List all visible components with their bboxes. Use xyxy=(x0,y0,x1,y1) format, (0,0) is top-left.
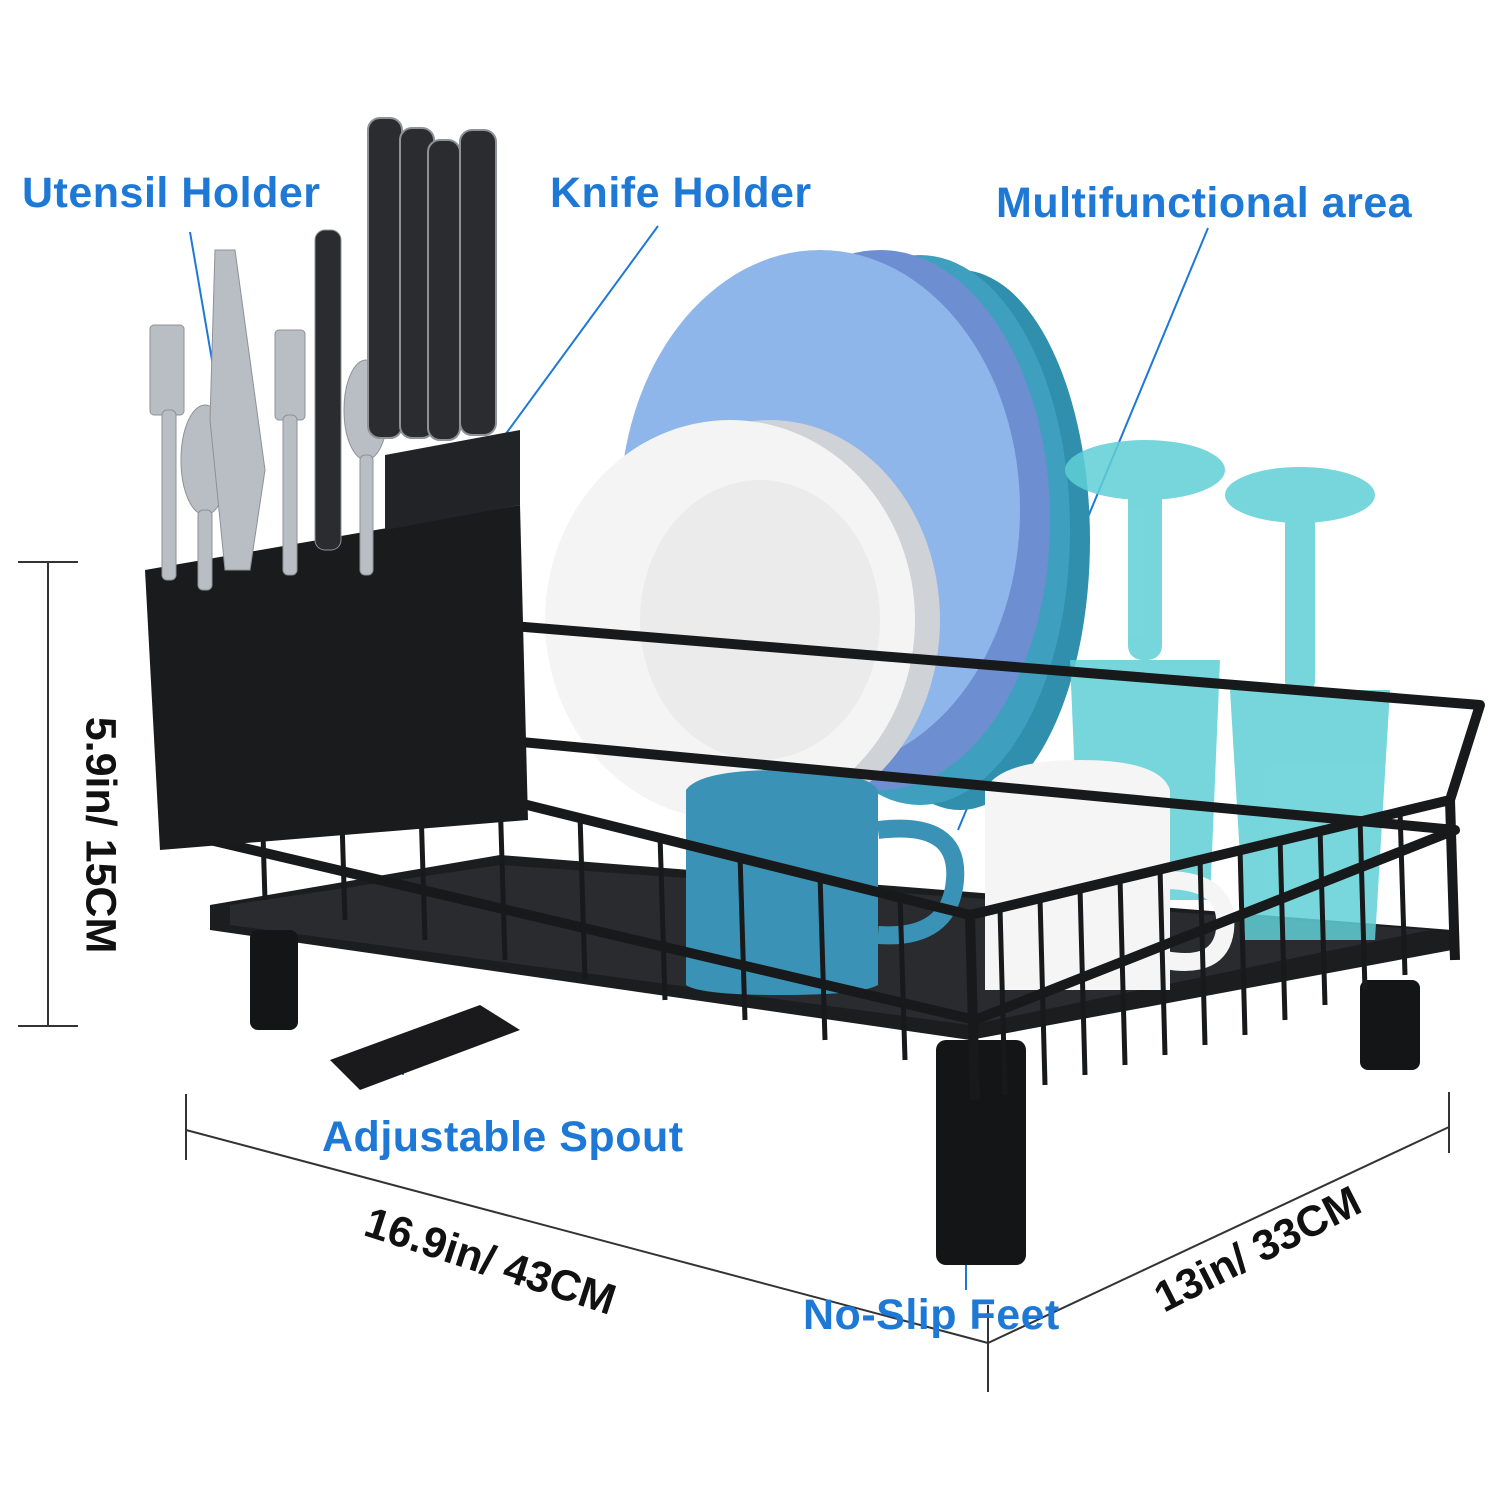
no-slip-feet-label: No-Slip Feet xyxy=(803,1291,1060,1339)
knife-holder-label: Knife Holder xyxy=(550,169,812,217)
knives xyxy=(367,117,497,441)
adjustable-spout-label: Adjustable Spout xyxy=(322,1113,684,1161)
no-slip-feet-shapes xyxy=(250,930,1420,1265)
plates xyxy=(545,250,1090,820)
mugs xyxy=(686,760,1235,995)
dimension-lines xyxy=(18,561,1450,1392)
multifunctional-area-label: Multifunctional area xyxy=(996,179,1413,227)
spout xyxy=(330,1005,520,1090)
utensil-caddy xyxy=(145,430,528,850)
height-dimension: 5.9in/ 15CM xyxy=(76,716,125,954)
utensil-holder-label: Utensil Holder xyxy=(22,169,321,217)
